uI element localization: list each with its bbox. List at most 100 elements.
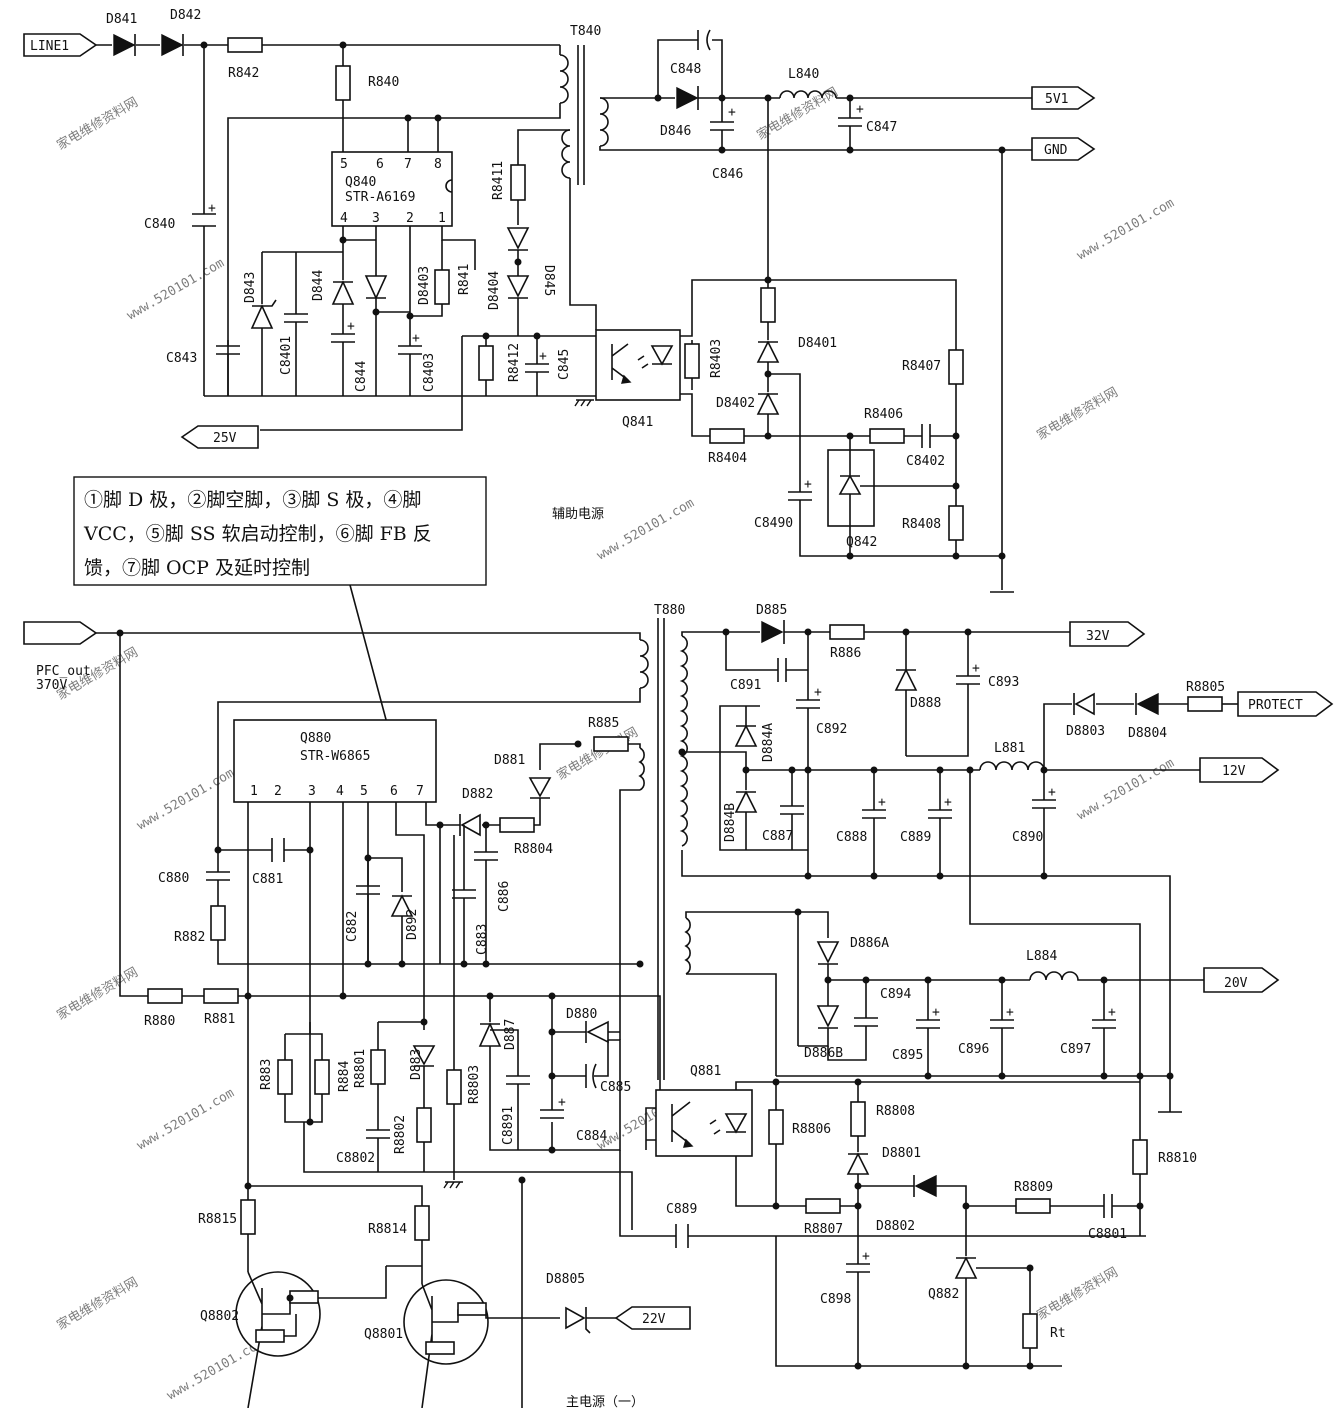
label-r8807: R8807 xyxy=(804,1222,843,1237)
diode-d885 xyxy=(761,620,784,644)
label-q881: Q881 xyxy=(690,1064,721,1079)
resistor-r884 xyxy=(314,1059,330,1095)
resistor-r8804 xyxy=(499,817,535,833)
label-r883: R883 xyxy=(259,1059,274,1090)
port-12v-label: 12V xyxy=(1222,764,1246,779)
diode-d886b xyxy=(816,1005,840,1028)
label-c8403: C8403 xyxy=(422,353,437,392)
label-r8406: R8406 xyxy=(864,407,903,422)
label-c8402: C8402 xyxy=(906,454,945,469)
resistor-r8801 xyxy=(370,1049,386,1085)
svg-text:3: 3 xyxy=(308,784,316,799)
resistor-r842 xyxy=(227,37,263,53)
label-c890: C890 xyxy=(1012,830,1043,845)
inductor-l884 xyxy=(1029,971,1204,981)
watermark-url: www.520101.com xyxy=(1075,196,1178,264)
resistor-r8810 xyxy=(1132,1139,1148,1175)
svg-text:8: 8 xyxy=(434,157,442,172)
ic-q880 xyxy=(233,719,437,803)
watermark-cn: 家电维修资料网 xyxy=(1034,1264,1121,1323)
label-c840: C840 xyxy=(144,217,175,232)
ic-q880-part: STR-W6865 xyxy=(300,749,370,764)
resistor-r841 xyxy=(434,269,450,305)
label-r8412: R8412 xyxy=(507,343,522,382)
label-d886a: D886A xyxy=(850,936,889,951)
svg-text:+: + xyxy=(1108,1005,1116,1020)
label-t880: T880 xyxy=(654,603,685,618)
main-supply-section: PFC_out 370V R880 R881 T880 R885 D881 R8… xyxy=(23,603,1334,1408)
watermark-url: www.520101.com xyxy=(1075,756,1178,824)
svg-text:6: 6 xyxy=(376,157,384,172)
port-protect-label: PROTECT xyxy=(1248,698,1303,713)
note-line-1: ①脚 D 极，②脚空脚，③脚 S 极，④脚 xyxy=(84,489,421,511)
resistor-r840x xyxy=(760,287,776,323)
svg-text:+: + xyxy=(412,331,420,346)
resistor-r8806 xyxy=(768,1109,784,1145)
svg-text:+: + xyxy=(862,1249,870,1264)
t840-secondary xyxy=(599,97,609,147)
watermark-url: www.520101.com xyxy=(595,496,698,564)
diode-d883 xyxy=(412,1045,436,1066)
t840-primary xyxy=(559,54,569,104)
caption-aux-supply: 辅助电源 xyxy=(552,507,604,522)
label-c8401: C8401 xyxy=(279,336,294,375)
label-c889-lower: C889 xyxy=(666,1202,697,1217)
svg-text:2: 2 xyxy=(406,211,414,226)
label-q8801: Q8801 xyxy=(364,1327,403,1342)
svg-text:5: 5 xyxy=(340,157,348,172)
label-c889: C889 xyxy=(900,830,931,845)
ic-q840 xyxy=(331,151,453,227)
label-d887: D887 xyxy=(503,1019,518,1050)
svg-text:3: 3 xyxy=(372,211,380,226)
diode-d842 xyxy=(161,33,184,57)
label-q841: Q841 xyxy=(622,415,653,430)
port-32v xyxy=(1069,621,1146,647)
label-d8803: D8803 xyxy=(1066,724,1105,739)
resistor-r8407 xyxy=(948,349,964,385)
resistor-r8408 xyxy=(948,505,964,541)
svg-text:+: + xyxy=(944,795,952,810)
zener-d8801 xyxy=(846,1152,870,1175)
resistor-r8807 xyxy=(805,1198,841,1214)
resistor-r8403 xyxy=(684,343,700,379)
label-r8404: R8404 xyxy=(708,451,747,466)
label-c884: C884 xyxy=(576,1129,607,1144)
diode-d8803 xyxy=(1074,692,1095,716)
label-l884: L884 xyxy=(1026,949,1057,964)
watermark-cn: 家电维修资料网 xyxy=(1034,384,1121,443)
port-5v1-label: 5V1 xyxy=(1045,92,1068,107)
q841-led xyxy=(650,345,674,366)
label-d8805: D8805 xyxy=(546,1272,585,1287)
label-r8810: R8810 xyxy=(1158,1151,1197,1166)
label-c891: C891 xyxy=(730,678,761,693)
label-d886b: D886B xyxy=(804,1046,843,1061)
label-c845: C845 xyxy=(557,349,572,380)
svg-text:1: 1 xyxy=(250,784,258,799)
diode-d886a xyxy=(816,941,840,964)
diode-d880 xyxy=(586,1020,609,1044)
label-c881: C881 xyxy=(252,872,283,887)
label-q882: Q882 xyxy=(928,1287,959,1302)
resistor-r885 xyxy=(593,736,629,752)
label-q8802: Q8802 xyxy=(200,1309,239,1324)
ic-q840-part: STR-A6169 xyxy=(345,190,415,205)
resistor-r880 xyxy=(147,988,183,1004)
label-c892: C892 xyxy=(816,722,847,737)
label-c888: C888 xyxy=(836,830,867,845)
label-r8804: R8804 xyxy=(514,842,553,857)
resistor-r8815 xyxy=(240,1199,256,1235)
label-r8808: R8808 xyxy=(876,1104,915,1119)
label-l840: L840 xyxy=(788,67,819,82)
port-25v xyxy=(180,425,259,449)
t880-secondary-main xyxy=(679,635,688,847)
port-pfc-label: PFC_out xyxy=(36,664,91,679)
pin-description-note: ①脚 D 极，②脚空脚，③脚 S 极，④脚 VCC，⑤脚 SS 软启动控制，⑥脚… xyxy=(73,476,487,743)
resistor-r886 xyxy=(829,624,865,640)
label-c844: C844 xyxy=(354,361,369,392)
label-d842: D842 xyxy=(170,8,201,23)
t840-aux-winding xyxy=(561,129,571,179)
watermark-cn: 家电维修资料网 xyxy=(54,964,141,1023)
label-d892: D892 xyxy=(405,909,420,940)
zener-d844 xyxy=(331,280,355,305)
label-c848: C848 xyxy=(670,62,701,77)
